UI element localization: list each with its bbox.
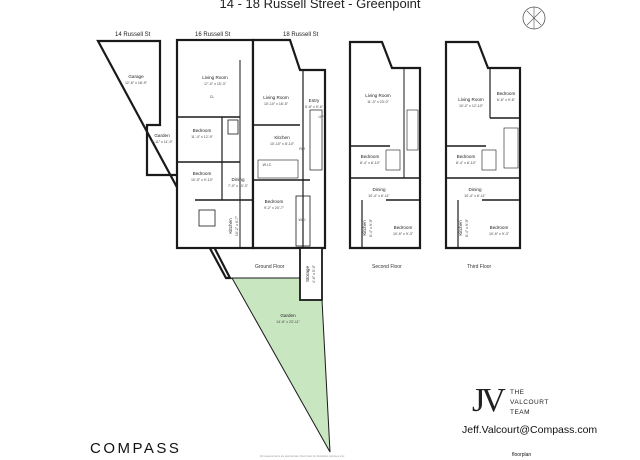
room-bedroom-16b-dim: 10'-5" x 9'-10" [191,178,214,182]
room-s-dining: Dining [372,187,385,192]
room-s-dining-dim: 10'-4" x 6'-11" [368,194,391,198]
room-t-living: Living Room [458,97,484,102]
room-storage: Storage [305,266,310,283]
room-kitchen-18-dim: 10'-10" x 8'-10" [270,142,295,146]
room-s-kitchen-dim: 8'-4" x 9'-9" [369,218,373,237]
floorplan-logo: floorplan [512,452,532,458]
room-bedroom-16a-dim: 11'-4" x 12'-9" [191,135,214,139]
room-s-bedroom1: Bedroom [361,154,380,159]
room-kitchen-18: Kitchen [274,135,290,140]
room-entry-18-dim: 5'-8" x 9'-6" [305,105,324,109]
third-floor-outline [444,40,522,250]
room-living-18-dim: 10'-10" x 16'-5" [264,102,289,106]
room-dining-16: Dining [231,177,244,182]
room-garden-small: Garden [154,133,170,138]
storage-room [299,247,323,301]
room-t-bedroom-front: Bedroom [497,91,516,96]
room-t-kitchen: Kitchen [458,220,463,236]
street-label-14: 14 Russell St [115,32,151,38]
room-garden-small-dim: 4'-11" x 11'-9" [151,140,173,144]
room-garage-dim: 12'-6" x 18'-9" [125,81,148,85]
room-storage-dim: 4'-6" x 5'-0" [312,264,316,283]
street-label-18: 18 Russell St [283,32,319,38]
room-bedroom-16a: Bedroom [193,128,212,133]
closet-label: CL [210,95,215,99]
floor-label-third: Third Floor [467,264,492,270]
room-living-16: Living Room [202,75,228,80]
room-kitchen-16: Kitchen [228,218,233,234]
team-name: THE VALCOURT TEAM [510,388,570,418]
room-s-living-dim: 11'-0" x 23'-0" [367,100,390,104]
room-bedroom-16b: Bedroom [193,171,212,176]
compass-logo: COMPASS [90,440,182,457]
floor-label-ground: Ground Floor [255,264,285,270]
room-living-16-dim: 17'-0" x 15'-3" [204,82,227,86]
room-t-bedroom1-dim: 8'-4" x 8'-10" [456,161,477,165]
street-label-16: 16 Russell St [195,32,231,38]
room-s-living: Living Room [365,93,391,98]
stairs-up-label: UP [319,115,325,119]
room-bedroom-18-dim: 9'-2" x 20'-7" [264,206,285,210]
room-entry-18: Entry [309,98,320,103]
room-bedroom-18: Bedroom [265,199,284,204]
room-labels: Garage 12'-6" x 18'-9" Garden 4'-11" x 1… [125,74,516,324]
garden-area [231,277,331,453]
room-s-bedroom2: Bedroom [394,225,413,230]
room-garage: Garage [128,74,144,79]
floor-label-second: Second Floor [372,264,402,270]
room-t-kitchen-dim: 8'-4" x 9'-9" [465,218,469,237]
team-line-1: THE [510,389,525,396]
team-monogram-logo: JV [472,382,506,419]
page-title: 14 - 18 Russell Street - Greenpoint [219,0,421,11]
wd-label: W/D [299,218,306,222]
room-kitchen-16-dim: 10'-2" x 6'-7" [235,215,239,236]
room-t-dining-dim: 10'-4" x 6'-11" [464,194,487,198]
room-garden-big-dim: 14'-6" x 23'-11" [276,320,301,324]
team-line-3: TEAM [510,409,531,416]
room-t-dining: Dining [468,187,481,192]
north-arrow-icon [522,6,546,30]
room-t-bedroom1: Bedroom [457,154,476,159]
room-s-bedroom2-dim: 10'-6" x 9'-3" [393,232,414,236]
disclaimer-text: All measurements are approximate. Floor … [260,455,345,458]
team-line-2: VALCOURT [510,399,549,406]
room-t-bedroom2-dim: 10'-6" x 9'-3" [489,232,510,236]
room-garden-big: Garden [280,313,296,318]
room-s-kitchen: Kitchen [362,220,367,236]
contact-email[interactable]: Jeff.Valcourt@Compass.com [462,424,598,436]
fridge-label: Ref [299,147,305,151]
room-t-bedroom-front-dim: 6'-6" x 9'-6" [497,98,516,102]
room-living-18: Living Room [263,95,289,100]
room-s-bedroom1-dim: 8'-4" x 8'-10" [360,161,381,165]
room-t-bedroom2: Bedroom [490,225,509,230]
room-dining-16-dim: 7'-0" x 10'-3" [228,184,249,188]
second-floor-outline [348,40,422,250]
wic-label: W.I.C [263,163,272,167]
room-t-living-dim: 10'-2" x 12'-10" [459,104,484,108]
